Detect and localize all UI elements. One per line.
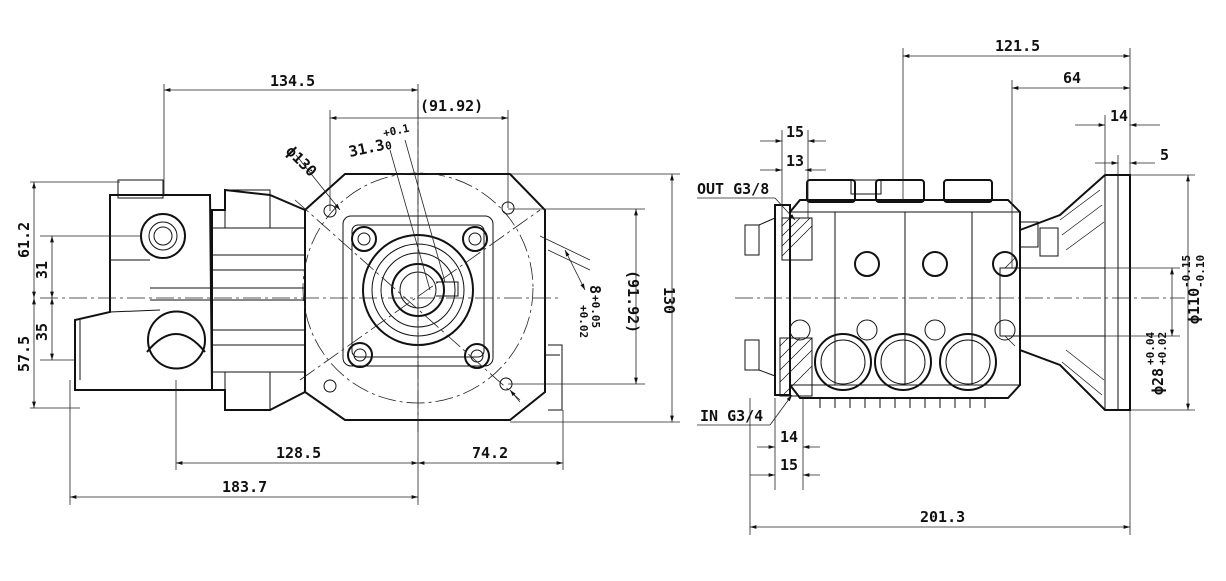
out-port-section <box>781 217 813 261</box>
label-out-g3-8: OUT G3/8 <box>697 180 769 198</box>
dim-shaft-step-tol-upper: +0.1 <box>382 122 411 140</box>
dim-keyway: 8 <box>586 285 604 294</box>
boss-bolt-br <box>464 343 490 369</box>
dim-pcd-vertical: (91.92) <box>624 270 642 333</box>
dim-flange-dia-110: ϕ110 <box>1185 288 1203 324</box>
right-view: 121.5 64 14 5 15 13 OUT G3/8 IN G3/4 14 <box>697 37 1207 535</box>
dim-left-lower-inner: 35 <box>33 323 51 341</box>
dim-15-bottom: 15 <box>780 456 798 474</box>
right-dimensions: 121.5 64 14 5 15 13 OUT G3/8 IN G3/4 14 <box>697 37 1207 529</box>
right-extension-lines <box>749 48 1195 535</box>
dim-top-5: 5 <box>1160 146 1169 164</box>
right-pump-body <box>744 174 1131 411</box>
left-dimensions: 134.5 (91.92) 31.3 +0.1 0 ϕ130 8 +0.05 +… <box>15 72 678 499</box>
dim-74-2: 74.2 <box>472 444 508 462</box>
dim-shaft-step: 31.3 <box>347 136 386 161</box>
dim-134-5: 134.5 <box>270 72 315 90</box>
dim-keyway-tol-lower: +0.02 <box>577 305 590 338</box>
left-extension-lines <box>30 84 680 505</box>
dim-flange-tol-upper: -0.15 <box>1180 255 1193 288</box>
dim-183-7: 183.7 <box>222 478 267 496</box>
dim-14-bottom: 14 <box>780 428 798 446</box>
dim-flange-tol-lower: -0.10 <box>1194 255 1207 288</box>
dim-128-5: 128.5 <box>276 444 321 462</box>
boss-bolt-bl <box>347 342 373 368</box>
dim-pcd-horizontal: (91.92) <box>420 97 483 115</box>
boss-bolt-tl <box>351 226 377 252</box>
dim-shaft-tol-lower: +0.02 <box>1156 332 1169 365</box>
dim-keyway-tol-upper: +0.05 <box>589 295 602 328</box>
dim-shaft-step-tol-lower: 0 <box>384 139 393 153</box>
dim-left-upper: 61.2 <box>15 222 33 258</box>
label-in-g3-4: IN G3/4 <box>700 407 763 425</box>
dim-shaft-tol-upper: +0.04 <box>1144 332 1157 365</box>
dim-15-top: 15 <box>786 123 804 141</box>
dim-13-top: 13 <box>786 152 804 170</box>
boss-bolt-tr <box>462 226 488 252</box>
dim-121-5: 121.5 <box>995 37 1040 55</box>
dim-left-lower: 57.5 <box>15 336 33 372</box>
in-port-section <box>779 337 813 397</box>
dim-left-upper-inner: 31 <box>33 261 51 279</box>
left-view: 134.5 (91.92) 31.3 +0.1 0 ϕ130 8 +0.05 +… <box>15 72 680 505</box>
dim-height-130: 130 <box>660 287 678 314</box>
dim-top-14: 14 <box>1110 107 1128 125</box>
left-pump-body <box>74 172 563 421</box>
dim-201-3: 201.3 <box>920 508 965 526</box>
dim-flange-diameter: ϕ130 <box>282 142 320 180</box>
dim-64: 64 <box>1063 69 1081 87</box>
dim-shaft-dia-28: ϕ28 <box>1149 368 1167 395</box>
